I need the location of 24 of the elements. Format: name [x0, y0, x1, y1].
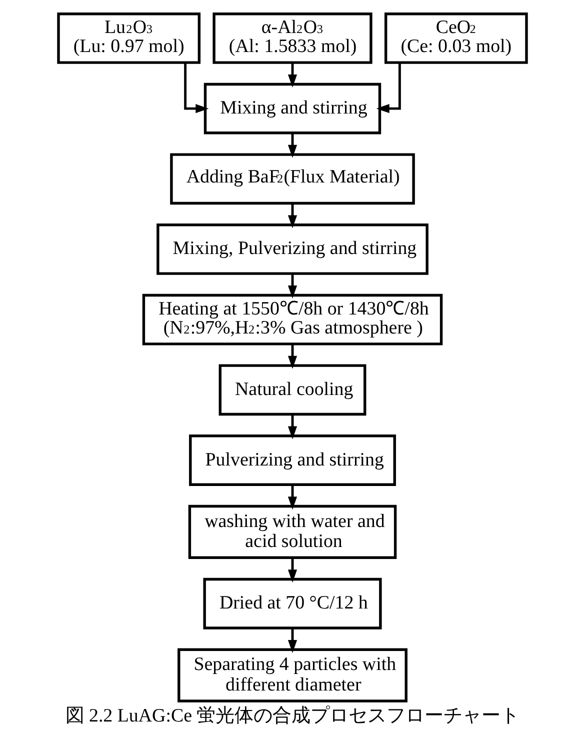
caption: 図 2.2 LuAG:Ce 蛍光体の合成プロセスフローチャート	[65, 706, 520, 727]
arrow	[288, 558, 298, 583]
node-box: Lu2O3 (Lu: 0.97 mol)	[57, 12, 201, 64]
node-box: Adding BaF2(Flux Material)	[170, 153, 415, 205]
arrow	[184, 62, 209, 114]
node-box: Pulverizing and stirring	[189, 434, 396, 486]
node-box: Mixing, Pulverizing and stirring	[156, 224, 428, 275]
arrow	[288, 133, 298, 158]
arrow	[376, 62, 401, 114]
arrow	[288, 414, 298, 440]
node-box: Mixing and stirring	[204, 82, 382, 134]
arrow	[288, 62, 298, 88]
node-box: Dried at 70 °C/12 h	[203, 578, 382, 630]
arrow	[288, 484, 298, 510]
node-box: Natural cooling	[218, 364, 366, 416]
arrow	[288, 628, 298, 654]
node-box: washing with water and acid solution	[188, 504, 397, 559]
node-box: α-Al2O3 (Al: 1.5833 mol)	[212, 12, 372, 64]
node-box: CeO2 (Ce: 0.03 mol)	[384, 12, 528, 64]
arrow	[288, 344, 298, 369]
arrow	[288, 274, 298, 299]
arrow	[288, 204, 298, 228]
node-box: Heating at 1550℃/8h or 1430℃/8h (N2:97%,H2:3% Gas atmosphere )	[142, 294, 443, 346]
node-box: Separating 4 particles with different diameter	[178, 648, 408, 702]
